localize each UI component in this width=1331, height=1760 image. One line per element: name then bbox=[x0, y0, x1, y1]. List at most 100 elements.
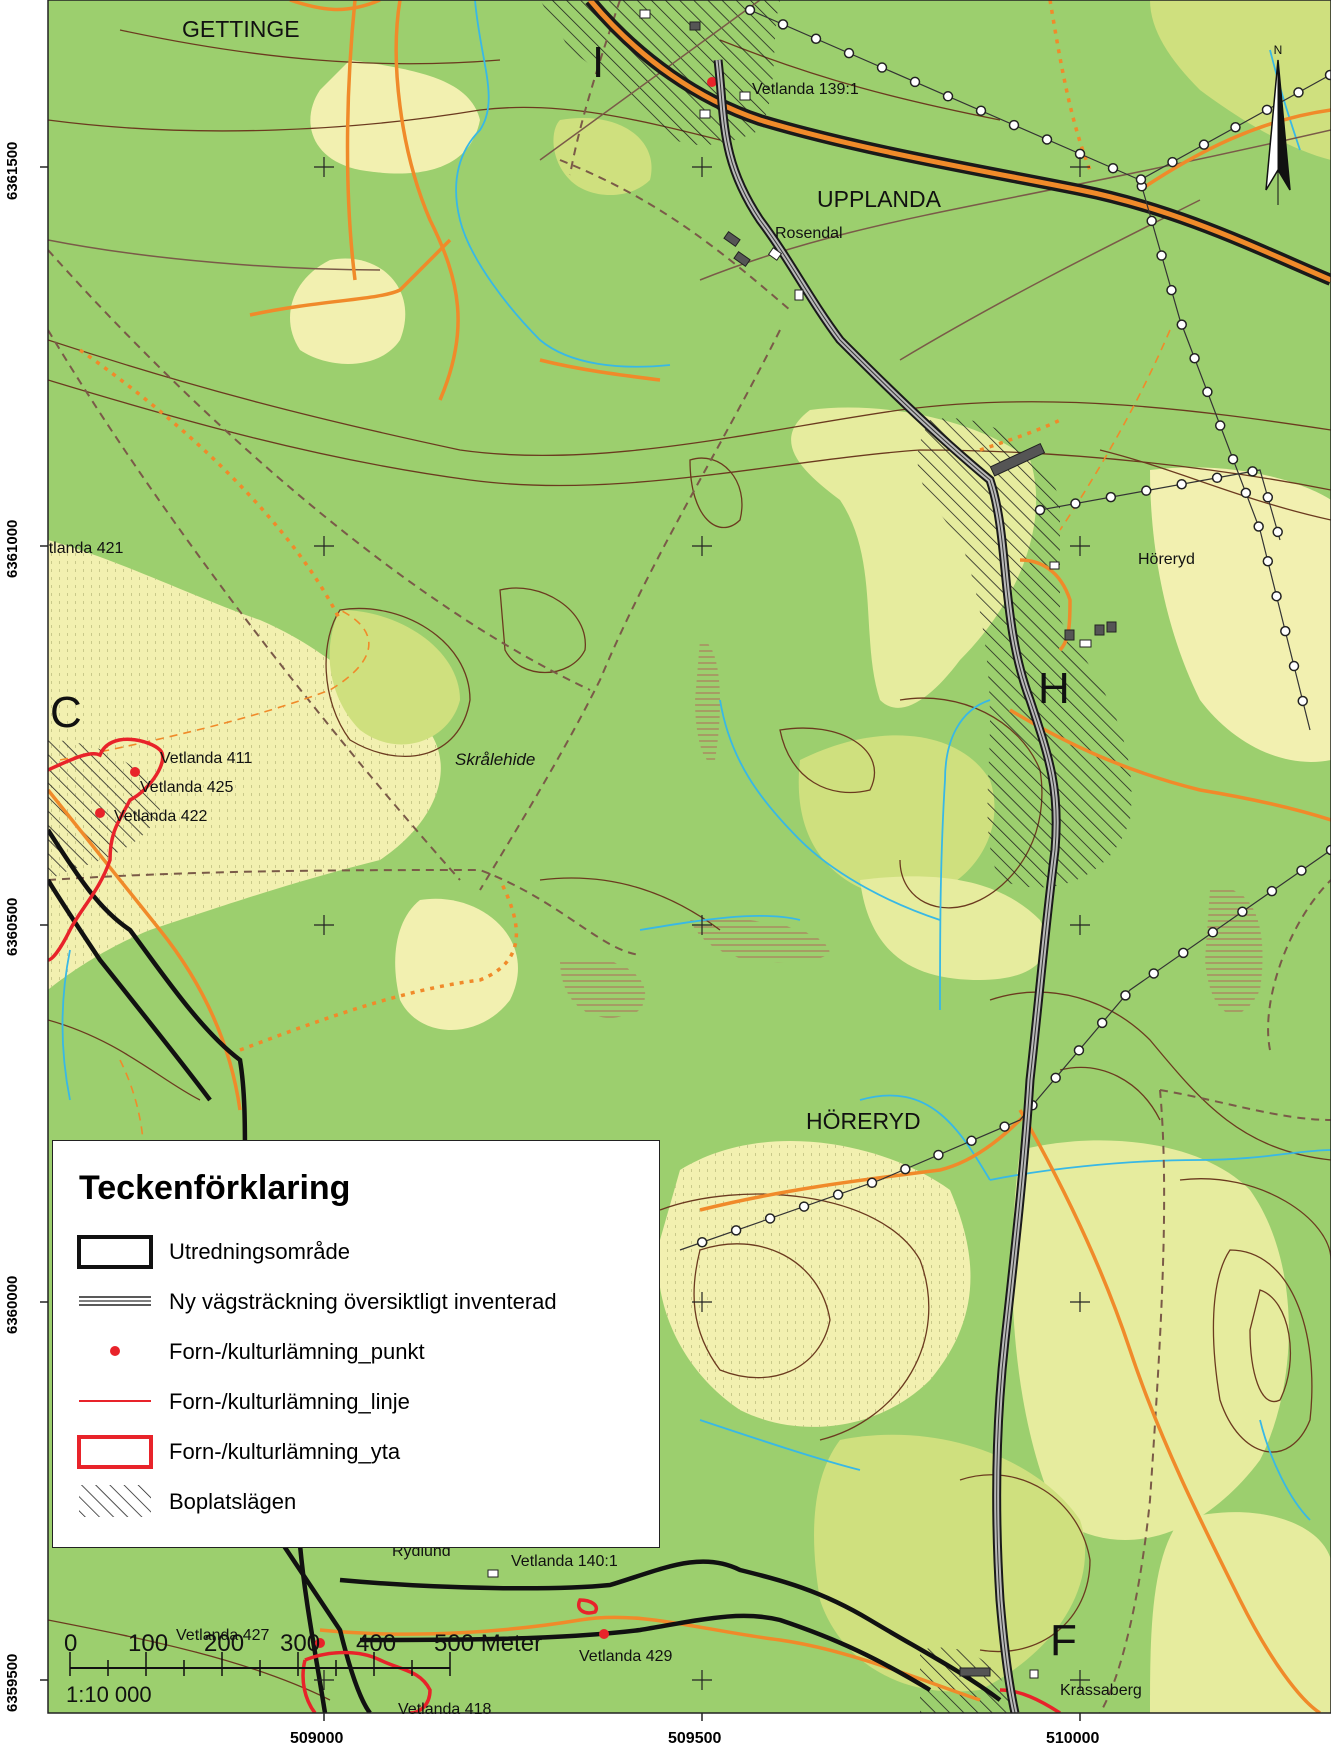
pylon bbox=[746, 6, 755, 15]
site-label-425: Vetlanda 425 bbox=[140, 779, 233, 797]
site-label-139-1: Vetlanda 139:1 bbox=[752, 81, 859, 99]
site-label-429: Vetlanda 429 bbox=[579, 1648, 672, 1666]
pylon bbox=[1297, 866, 1306, 875]
pylon bbox=[1199, 140, 1208, 149]
pylon bbox=[1043, 135, 1052, 144]
legend-label: Utredningsområde bbox=[169, 1239, 350, 1265]
site-label-140-1: Vetlanda 140:1 bbox=[511, 1553, 618, 1571]
red-box-icon bbox=[77, 1431, 153, 1471]
place-horeryd-farm: Höreryd bbox=[1138, 551, 1195, 569]
pylon bbox=[766, 1214, 775, 1223]
legend-label: Ny vägsträckning översiktligt inventerad bbox=[169, 1289, 557, 1315]
pylon bbox=[1281, 627, 1290, 636]
pylon bbox=[1248, 467, 1257, 476]
red-line-icon bbox=[77, 1381, 153, 1421]
y-coord-label: 6360500 bbox=[4, 898, 21, 956]
scale-tick-200: 200 bbox=[204, 1630, 244, 1658]
place-upplanda: UPPLANDA bbox=[817, 186, 941, 213]
legend-label: Forn-/kulturlämning_yta bbox=[169, 1439, 400, 1465]
pylon bbox=[1000, 1122, 1009, 1131]
pylon bbox=[834, 1190, 843, 1199]
pylon bbox=[1167, 286, 1176, 295]
pylon bbox=[1216, 421, 1225, 430]
pylon bbox=[1213, 473, 1222, 482]
hatch-icon bbox=[77, 1481, 153, 1521]
pylon bbox=[1147, 216, 1156, 225]
pylon bbox=[812, 34, 821, 43]
y-coord-label: 6360000 bbox=[4, 1276, 21, 1334]
place-horeryd: HÖRERYD bbox=[806, 1108, 921, 1135]
pylon bbox=[1179, 948, 1188, 957]
legend-item-study-area: Utredningsområde bbox=[77, 1231, 647, 1271]
y-coord-label: 6359500 bbox=[4, 1654, 21, 1712]
pylon bbox=[1177, 480, 1186, 489]
x-coord-label: 509000 bbox=[290, 1730, 343, 1748]
site-point bbox=[130, 767, 140, 777]
scale-tick-0: 0 bbox=[64, 1630, 77, 1658]
place-rosendal: Rosendal bbox=[775, 225, 843, 243]
study-area-symbol-icon bbox=[77, 1231, 153, 1271]
pylon bbox=[1098, 1018, 1107, 1027]
y-coord-label: 6361500 bbox=[4, 142, 21, 200]
legend-title: Teckenförklaring bbox=[79, 1169, 350, 1208]
legend-item-new-road: Ny vägsträckning översiktligt inventerad bbox=[77, 1281, 647, 1321]
pylon bbox=[944, 92, 953, 101]
scale-tick-300: 300 bbox=[280, 1630, 320, 1658]
pylon bbox=[901, 1165, 910, 1174]
new-road-symbol-icon bbox=[77, 1281, 153, 1321]
pylon bbox=[1036, 506, 1045, 515]
legend-label: Forn-/kulturlämning_punkt bbox=[169, 1339, 425, 1365]
pylon bbox=[800, 1202, 809, 1211]
pylon bbox=[868, 1178, 877, 1187]
site-label-411: Vetlanda 411 bbox=[160, 750, 252, 768]
legend: Teckenförklaring Utredningsområde Ny väg… bbox=[52, 1140, 660, 1548]
pylon bbox=[1142, 486, 1151, 495]
pylon bbox=[934, 1150, 943, 1159]
legend-label: Forn-/kulturlämning_linje bbox=[169, 1389, 410, 1415]
pylon bbox=[1168, 158, 1177, 167]
pylon bbox=[1109, 164, 1118, 173]
pylon bbox=[1121, 991, 1130, 1000]
pylon bbox=[1149, 969, 1158, 978]
pylon bbox=[1290, 662, 1299, 671]
legend-item-heritage-area: Forn-/kulturlämning_yta bbox=[77, 1431, 647, 1471]
pylon bbox=[911, 77, 920, 86]
scale-tick-100: 100 bbox=[128, 1630, 168, 1658]
place-skralehide: Skrålehide bbox=[455, 750, 535, 770]
pylon bbox=[1074, 1046, 1083, 1055]
scale-ratio: 1:10 000 bbox=[66, 1682, 152, 1708]
site-point bbox=[599, 1629, 609, 1639]
red-dot-icon bbox=[77, 1331, 153, 1371]
pylon bbox=[1272, 592, 1281, 601]
north-label: N bbox=[1274, 43, 1283, 57]
site-point bbox=[95, 808, 105, 818]
x-coord-label: 510000 bbox=[1046, 1730, 1099, 1748]
pylon bbox=[1273, 527, 1282, 536]
pylon bbox=[845, 49, 854, 58]
zone-f: F bbox=[1050, 1616, 1077, 1666]
pylon bbox=[1071, 499, 1080, 508]
pylon bbox=[1254, 522, 1263, 531]
scale-tick-500: 500 Meter bbox=[434, 1630, 542, 1658]
pylon bbox=[878, 63, 887, 72]
site-label-422: Vetlanda 422 bbox=[114, 808, 207, 826]
pylon bbox=[698, 1238, 707, 1247]
pylon bbox=[1263, 493, 1272, 502]
pylon bbox=[1208, 928, 1217, 937]
pylon bbox=[977, 106, 986, 115]
legend-label: Boplatslägen bbox=[169, 1489, 296, 1515]
place-krassaberg: Krassaberg bbox=[1060, 1682, 1142, 1700]
zone-h: H bbox=[1038, 664, 1070, 714]
pylon bbox=[1241, 488, 1250, 497]
place-gettinge: GETTINGE bbox=[182, 16, 300, 43]
pylon bbox=[779, 20, 788, 29]
pylon bbox=[1229, 455, 1238, 464]
pylon bbox=[967, 1136, 976, 1145]
pylon bbox=[1177, 320, 1186, 329]
pylon bbox=[1298, 696, 1307, 705]
pylon bbox=[1051, 1073, 1060, 1082]
pylon bbox=[1326, 71, 1331, 80]
zone-c: C bbox=[50, 688, 82, 738]
pylon bbox=[1010, 121, 1019, 130]
